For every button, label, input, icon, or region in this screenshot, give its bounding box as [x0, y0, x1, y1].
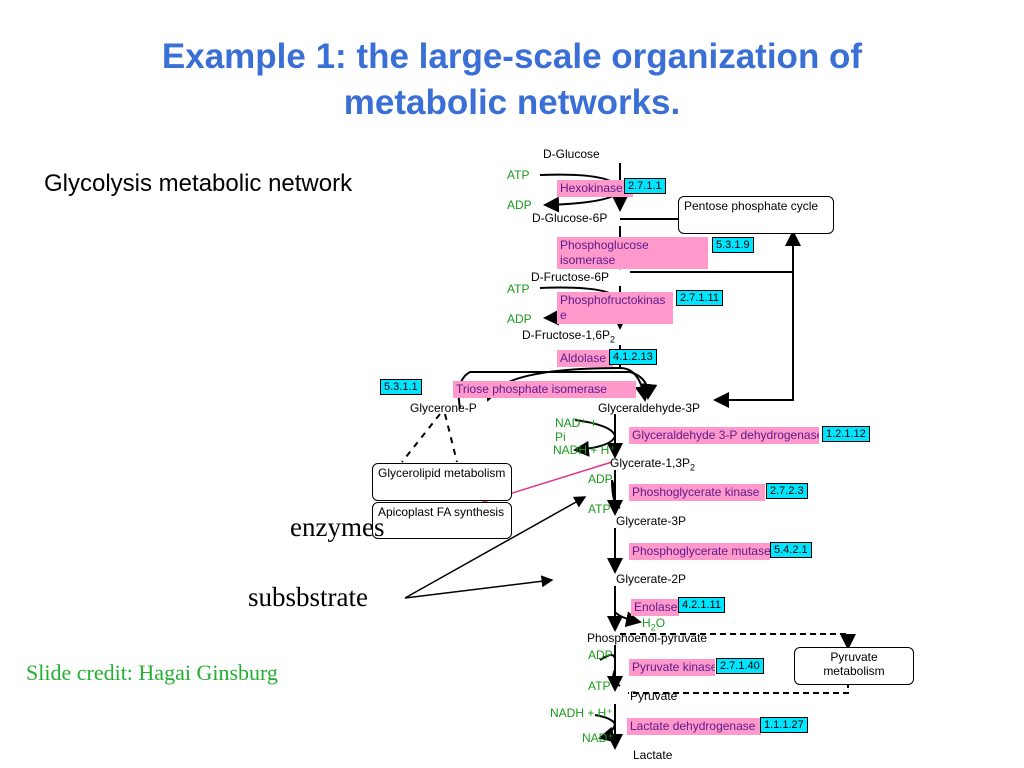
- cofactor-adp: ADP: [588, 472, 613, 486]
- ec-number-badge: 2.7.1.11: [676, 290, 723, 306]
- metabolite-d-fructose-16p2: D-Fructose-1,6P2: [522, 328, 616, 345]
- metabolite-glycerate-13p2: Glycerate-1,3P2: [610, 456, 696, 473]
- cofactor-adp: ADP: [507, 312, 532, 326]
- metabolite-phosphoenol-pyruvate: Phosphoenol-pyruvate: [587, 631, 708, 645]
- metabolite-d-glucose-6p: D-Glucose-6P: [532, 211, 608, 225]
- ec-number-badge: 1.2.1.12: [822, 426, 870, 442]
- enzyme-glyceraldehyde-3p-dehydrogenase: Glyceraldehyde 3-P dehydrogenase: [629, 427, 819, 444]
- enzyme-hexokinase: Hexokinase: [557, 180, 633, 197]
- cofactor-pi: Pi: [555, 430, 566, 444]
- enzyme-triose-phosphate-isomerase: Triose phosphate isomerase: [453, 381, 636, 398]
- enzyme-phosphoglucose-isomerase: Phosphoglucose isomerase: [557, 237, 708, 269]
- cofactor-nad-plus: NAD⁺ +: [555, 416, 598, 430]
- ec-number-badge: 2.7.1.40: [716, 658, 764, 674]
- cofactor-nad: NAD⁺: [582, 731, 614, 745]
- slide-subtitle: Glycolysis metabolic network: [44, 170, 353, 197]
- metabolite-glycerone-p: Glycerone-P: [410, 401, 477, 415]
- cofactor-atp: ATP: [588, 679, 611, 693]
- pathway-glycerolipid-box: Glycerolipid metabolism: [372, 463, 512, 501]
- metabolite-glycerate-3p: Glycerate-3P: [616, 514, 687, 528]
- ec-number-badge: 4.2.1.11: [678, 597, 725, 613]
- pathway-apicoplast-box: Apicoplast FA synthesis: [372, 502, 512, 539]
- ec-number-badge: 4.1.2.13: [609, 349, 657, 365]
- cofactor-adp: ADP: [507, 198, 532, 212]
- cofactor-h2o: H2O: [642, 616, 666, 633]
- enzyme-phosphofructokinase: Phosphofructokinase: [557, 292, 673, 324]
- cofactor-atp: ATP: [588, 502, 611, 516]
- cofactor-adp: ADP: [588, 648, 613, 662]
- pathway-pentose-phosphate-box: Pentose phosphate cycle: [678, 196, 834, 234]
- slide-title-line2: metabolic networks.: [343, 83, 681, 122]
- ec-number-badge: 5.3.1.9: [712, 237, 754, 253]
- ec-number-badge: 5.4.2.1: [770, 542, 812, 558]
- ec-number-badge: 2.7.1.1: [624, 178, 666, 194]
- cofactor-nadh: NADH + H⁺: [553, 443, 616, 457]
- metabolite-lactate: Lactate: [633, 748, 673, 762]
- metabolite-d-fructose-6p: D-Fructose-6P: [531, 270, 610, 284]
- ec-number-badge: 2.7.2.3: [766, 483, 808, 499]
- metabolite-glycerate-2p: Glycerate-2P: [616, 572, 687, 586]
- ec-number-badge: 1.1.1.27: [760, 717, 808, 733]
- enzyme-pyruvate-kinase: Pyruvate kinase: [629, 659, 715, 676]
- enzyme-enolase: Enolase: [631, 599, 679, 616]
- metabolite-glyceraldehyde-3p: Glyceraldehyde-3P: [598, 401, 701, 415]
- metabolite-d-glucose: D-Glucose: [543, 147, 600, 161]
- enzyme-lactate-dehydrogenase: Lactate dehydrogenase: [627, 718, 761, 735]
- pathway-pyruvate-metabolism-box: Pyruvate metabolism: [794, 647, 914, 685]
- metabolite-pyruvate: Pyruvate: [630, 689, 678, 703]
- enzyme-aldolase: Aldolase: [557, 350, 613, 367]
- enzyme-phoshoglycerate-kinase: Phoshoglycerate kinase: [629, 484, 765, 501]
- ec-number-badge: 5.3.1.1: [380, 379, 422, 395]
- cofactor-nadh: NADH + H⁺: [550, 706, 613, 720]
- cofactor-atp: ATP: [507, 282, 530, 296]
- enzyme-phosphoglycerate-mutase: Phosphoglycerate mutase: [629, 543, 770, 560]
- slide-credit: Slide credit: Hagai Ginsburg: [26, 660, 278, 685]
- substrate-annotation: subsbstrate: [248, 582, 368, 612]
- cofactor-atp: ATP: [507, 168, 530, 182]
- slide-title-line1: Example 1: the large-scale organization …: [161, 37, 863, 76]
- enzymes-annotation: enzymes: [290, 512, 385, 542]
